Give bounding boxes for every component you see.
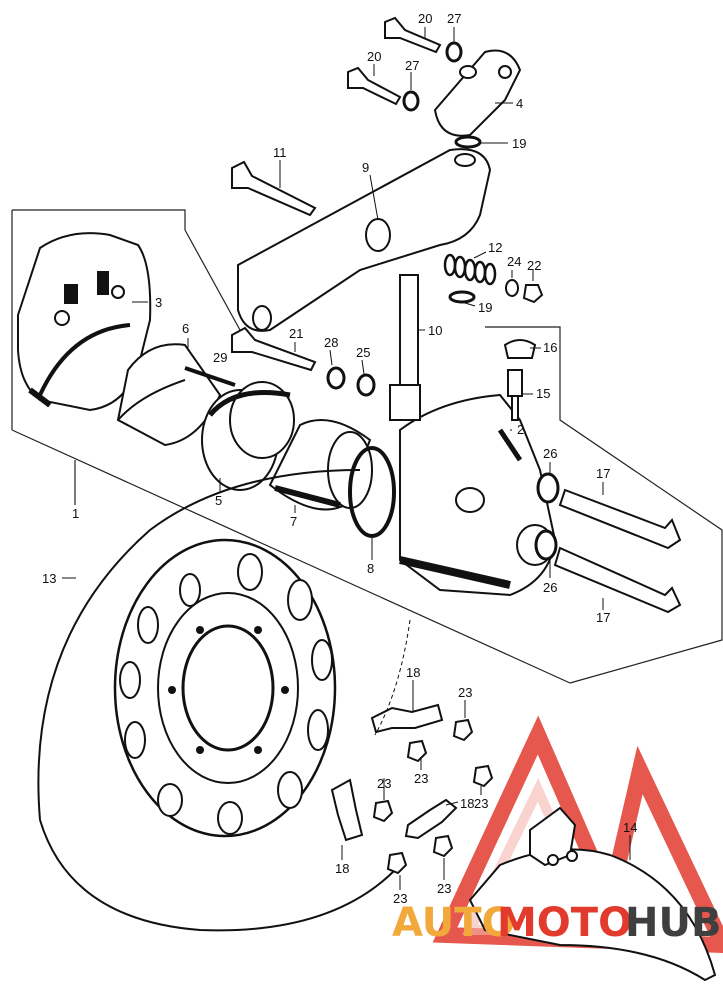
torque-arm-9	[237, 148, 492, 332]
callout-25: 25	[356, 345, 370, 360]
callout-19a: 19	[512, 136, 526, 151]
callout-9: 9	[362, 160, 369, 175]
washer-24	[505, 279, 519, 297]
callout-23e: 23	[437, 881, 451, 896]
washer-25	[356, 373, 376, 397]
callout-27a: 27	[447, 11, 461, 26]
callout-24: 24	[507, 254, 521, 269]
callout-16: 16	[543, 340, 557, 355]
leader-lines	[62, 27, 631, 890]
piston-seal-5	[201, 381, 295, 491]
callout-23d: 23	[377, 776, 391, 791]
callout-labels: 20 27 20 27 4 19 11 9 12 24 22 19 3 6 29…	[42, 11, 637, 906]
callout-23f: 23	[393, 891, 407, 906]
watermark-text-moto: MOTO	[497, 900, 632, 946]
bolts-20	[347, 16, 442, 106]
o-ring-19b	[448, 290, 476, 304]
watermark-text: AUTO MOTO HUB	[392, 900, 721, 946]
callout-6: 6	[182, 321, 189, 336]
nuts-23	[372, 718, 494, 875]
callout-29: 29	[213, 350, 227, 365]
callout-17b: 17	[596, 610, 610, 625]
callout-23b: 23	[414, 771, 428, 786]
bleeder-valve	[507, 369, 523, 421]
watermark-text-auto: AUTO	[392, 900, 516, 946]
pivot-pin-10	[389, 274, 421, 421]
brake-disc-13	[37, 469, 396, 932]
seal-ring-8	[348, 446, 396, 538]
spring-12	[443, 253, 497, 286]
callout-22: 22	[527, 258, 541, 273]
callout-5: 5	[215, 493, 222, 508]
callout-1: 1	[72, 506, 79, 521]
callout-27b: 27	[405, 58, 419, 73]
callout-18b: 18	[460, 796, 474, 811]
callout-21: 21	[289, 326, 303, 341]
callout-18c: 18	[335, 861, 349, 876]
washer-26a	[536, 472, 560, 504]
callout-14: 14	[623, 820, 637, 835]
callout-2: 2	[517, 422, 524, 437]
callout-7: 7	[290, 514, 297, 529]
callout-10: 10	[428, 323, 442, 338]
bolt-11	[231, 160, 317, 217]
callout-4: 4	[516, 96, 523, 111]
bleeder-cap	[503, 339, 537, 359]
callout-11: 11	[273, 145, 287, 160]
callout-26b: 26	[543, 580, 557, 595]
callout-23c: 23	[474, 796, 488, 811]
watermark-text-hub: HUB	[625, 900, 721, 946]
caliper-bolts-17	[553, 488, 682, 614]
callout-20a: 20	[418, 11, 432, 26]
washer-28	[326, 366, 346, 390]
callout-20b: 20	[367, 49, 381, 64]
callout-15: 15	[536, 386, 550, 401]
lock-plates-18	[330, 703, 458, 842]
callout-26a: 26	[543, 446, 557, 461]
callout-13: 13	[42, 571, 56, 586]
callout-8: 8	[367, 561, 374, 576]
callout-12: 12	[488, 240, 502, 255]
assembly-boundary	[11, 209, 723, 684]
washer-26b	[534, 529, 558, 561]
nut-22	[522, 284, 544, 304]
callout-23a: 23	[458, 685, 472, 700]
pin-29	[184, 366, 236, 387]
splash-guard-14	[468, 806, 717, 982]
mounting-bracket-4	[433, 49, 522, 137]
washer-27a	[445, 41, 463, 63]
callout-3: 3	[155, 295, 162, 310]
o-ring-19a	[454, 135, 482, 149]
caliper-cover	[17, 232, 152, 412]
bolt-21	[231, 326, 317, 372]
callout-19b: 19	[478, 300, 492, 315]
callout-28: 28	[324, 335, 338, 350]
washer-27b	[402, 90, 420, 112]
caliper-body	[399, 393, 557, 597]
callout-18a: 18	[406, 665, 420, 680]
callout-17a: 17	[596, 466, 610, 481]
